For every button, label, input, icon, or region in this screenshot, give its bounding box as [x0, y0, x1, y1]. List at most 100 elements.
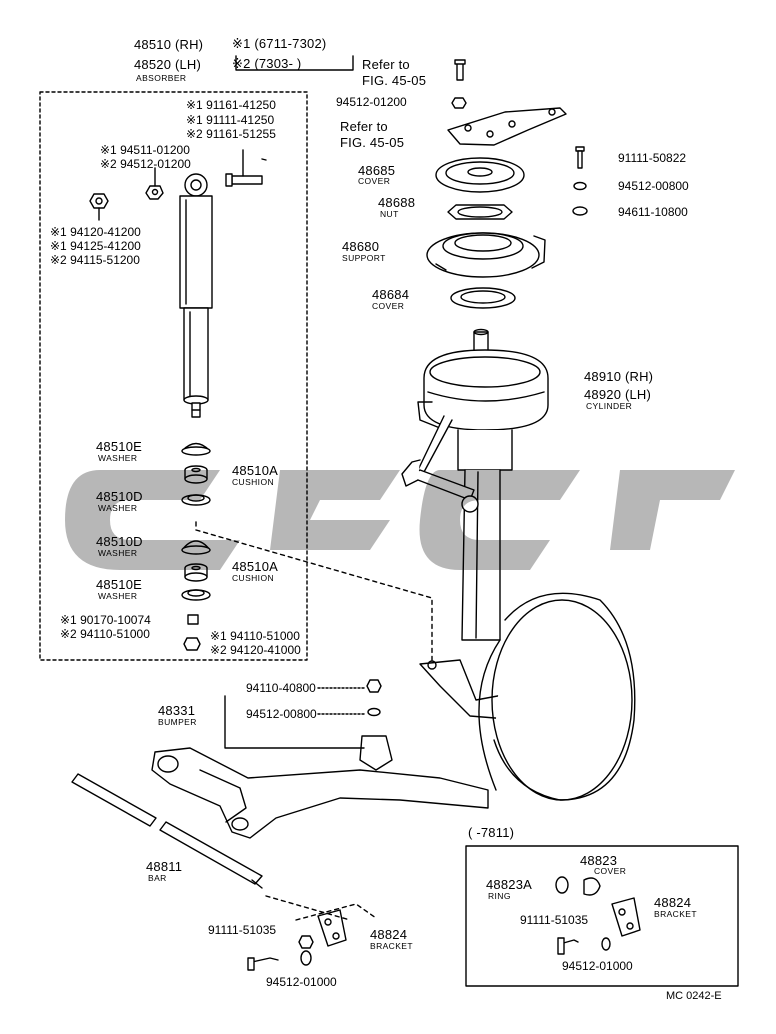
support-nut	[573, 181, 587, 191]
absorber-part-rh-note: ※1 (6711-7302)	[232, 36, 327, 51]
absorber-part-lh-note: ※2 (7303- )	[232, 56, 302, 71]
part-91111-50822: 91111-50822	[618, 151, 687, 165]
washer-48510E-upper-name: WASHER	[98, 453, 138, 463]
part-94125-41200: ※1 94125-41200	[50, 239, 141, 253]
upper-mount-bolt	[225, 149, 267, 187]
absorber-nut-lower	[89, 193, 109, 221]
part-94512-01200-top: 94512-01200	[336, 95, 407, 109]
washer-48510D-upper-num: 48510D	[96, 489, 143, 504]
nut-48688-name: NUT	[380, 209, 399, 219]
refer-to-a-line1: Refer to	[362, 57, 410, 72]
washer-48510E-lower-name: WASHER	[98, 591, 138, 601]
washer-48510D-upper	[181, 494, 211, 506]
inset-ring-name: RING	[488, 891, 511, 901]
support-washer	[572, 206, 588, 216]
brake-disc	[478, 592, 636, 801]
washer-48510E-upper	[181, 442, 211, 456]
cover-48684	[450, 287, 516, 309]
inset-bracket-num: 48824	[654, 895, 692, 910]
inset-parts	[555, 876, 641, 955]
part-94120-41200: ※1 94120-41200	[50, 225, 141, 239]
part-94511-01200: ※1 94511-01200	[100, 143, 190, 157]
washer-48510D-lower-num: 48510D	[96, 534, 143, 549]
cushion-48510A-lower-name: CUSHION	[232, 573, 274, 583]
inset-bolt: 91111-51035	[520, 913, 589, 927]
cylinder-lh: 48920 (LH)	[584, 387, 652, 402]
lower-control-arm	[151, 747, 489, 839]
inset-bracket-name: BRACKET	[654, 909, 697, 919]
inset-cover-name: COVER	[594, 866, 627, 876]
upper-mount-plate	[447, 107, 567, 146]
inset-ring-num: 48823A	[486, 877, 533, 892]
cushion-48510A-lower	[184, 563, 208, 582]
washer-48510E-lower	[181, 589, 211, 601]
washer-48510D-lower	[181, 540, 211, 555]
lower-collar	[187, 614, 199, 625]
support-48680-name: SUPPORT	[342, 253, 386, 263]
cylinder-name: CYLINDER	[586, 401, 633, 411]
cylinder-rh: 48910 (RH)	[584, 369, 654, 384]
part-94512-00800-top: 94512-00800	[618, 179, 689, 193]
cover-48684-num: 48684	[372, 287, 410, 302]
cushion-48510A-upper-name: CUSHION	[232, 477, 274, 487]
cover-48684-name: COVER	[372, 301, 405, 311]
lower-nut	[183, 637, 201, 651]
cover-48685	[435, 157, 525, 193]
bumper-hardware	[359, 679, 393, 771]
part-94512-00800-bumper: 94512-00800	[246, 707, 317, 721]
part-94115-51200: ※2 94115-51200	[50, 253, 140, 267]
strut-bar	[71, 773, 263, 889]
washer-48510D-lower-name: WASHER	[98, 548, 138, 558]
absorber-part-rh: 48510 (RH)	[134, 37, 204, 52]
bracket-48824-num: 48824	[370, 927, 408, 942]
lower-bracket	[247, 909, 347, 971]
strut-link	[401, 415, 479, 513]
cushion-48510A-upper-num: 48510A	[232, 463, 279, 478]
refer-to-a-line2: FIG. 45-05	[362, 73, 427, 88]
support-bolt	[575, 146, 585, 169]
washer-48510D-upper-name: WASHER	[98, 503, 138, 513]
part-91161-51255: ※2 91161-51255	[186, 127, 276, 141]
absorber-part-lh: 48520 (LH)	[134, 57, 202, 72]
part-94110-40800: 94110-40800	[246, 681, 316, 695]
refer-to-b-line2: FIG. 45-05	[340, 135, 405, 150]
part-94110-51000-left: ※2 94110-51000	[60, 627, 150, 641]
bracket-48824-name: BRACKET	[370, 941, 413, 951]
inset-washer: 94512-01000	[562, 959, 633, 973]
cushion-48510A-upper	[184, 465, 208, 484]
cushion-48510A-lower-num: 48510A	[232, 559, 279, 574]
washer-48510E-lower-num: 48510E	[96, 577, 143, 592]
support-48680-num: 48680	[342, 239, 380, 254]
bar-48811-name: BAR	[148, 873, 167, 883]
inset-range: ( -7811)	[468, 825, 515, 840]
part-91111-41250: ※1 91111-41250	[186, 113, 275, 127]
part-91111-51035-lower: 91111-51035	[208, 923, 277, 937]
bar-48811-num: 48811	[146, 859, 183, 874]
part-94512-01000-lower: 94512-01000	[266, 975, 337, 989]
refer-to-b-line1: Refer to	[340, 119, 388, 134]
watermark-logo	[65, 470, 735, 570]
nut-48688	[447, 204, 513, 220]
inset-cover-num: 48823	[580, 853, 618, 868]
part-94110-51000-right: ※1 94110-51000	[210, 629, 300, 643]
part-94120-41000: ※2 94120-41000	[210, 643, 301, 657]
nut-48688-num: 48688	[378, 195, 416, 210]
support-48680	[426, 232, 546, 278]
part-91161-41250: ※1 91161-41250	[186, 98, 276, 112]
part-94512-01200-left: ※2 94512-01200	[100, 157, 191, 171]
absorber-name: ABSORBER	[136, 73, 187, 83]
diagram-code: MC 0242-E	[666, 990, 722, 1002]
bumper-48331-num: 48331	[158, 703, 196, 718]
cover-48685-name: COVER	[358, 176, 391, 186]
part-90170-10074: ※1 90170-10074	[60, 613, 151, 627]
absorber-nut	[145, 167, 164, 200]
bumper-48331-name: BUMPER	[158, 717, 197, 727]
inset-box	[465, 845, 739, 987]
shock-absorber	[179, 173, 213, 418]
part-94611-10800: 94611-10800	[618, 205, 688, 219]
washer-48510E-upper-num: 48510E	[96, 439, 143, 454]
top-bolt	[451, 59, 467, 109]
cover-48685-num: 48685	[358, 163, 396, 178]
